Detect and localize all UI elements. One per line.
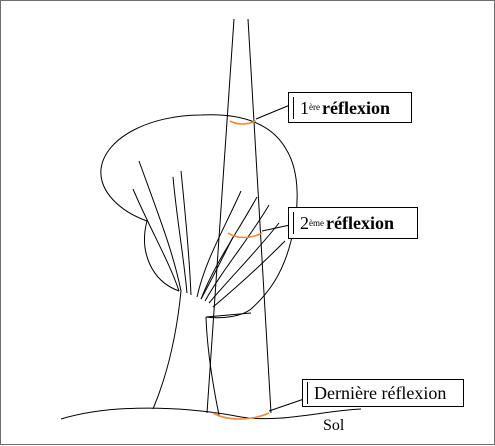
tree-crown: [100, 114, 298, 319]
second-reflection-number: 2: [300, 213, 309, 233]
pointer-last: [268, 398, 305, 412]
reflection-last-mark: [212, 412, 270, 420]
first-reflection-superscript: ère: [309, 102, 320, 112]
ground-label: Sol: [323, 417, 345, 434]
reflection-2-mark: [227, 232, 263, 239]
first-reflection-number: 1: [300, 97, 309, 118]
beam-right-edge: [247, 18, 272, 414]
second-reflection-superscript: ème: [309, 217, 324, 228]
tree-trunk-left: [152, 290, 182, 410]
ground-line: [60, 407, 362, 420]
first-reflection-word: réflexion: [322, 97, 390, 118]
pointer-1: [255, 104, 291, 120]
label-tick: [293, 212, 294, 234]
last-reflection-label: Dernière réflexion: [302, 379, 464, 407]
beam-left-edge: [206, 18, 235, 414]
pointer-2: [261, 224, 291, 232]
tree-trunk-right: [205, 316, 220, 416]
last-reflection-text: Dernière réflexion: [314, 383, 447, 403]
label-tick: [307, 382, 308, 404]
label-tick: [293, 96, 294, 119]
second-reflection-word: réflexion: [326, 213, 394, 233]
tree-branches: [132, 160, 286, 308]
tree-trunk-crosscut: [205, 312, 252, 318]
reflection-1-mark: [229, 120, 257, 125]
